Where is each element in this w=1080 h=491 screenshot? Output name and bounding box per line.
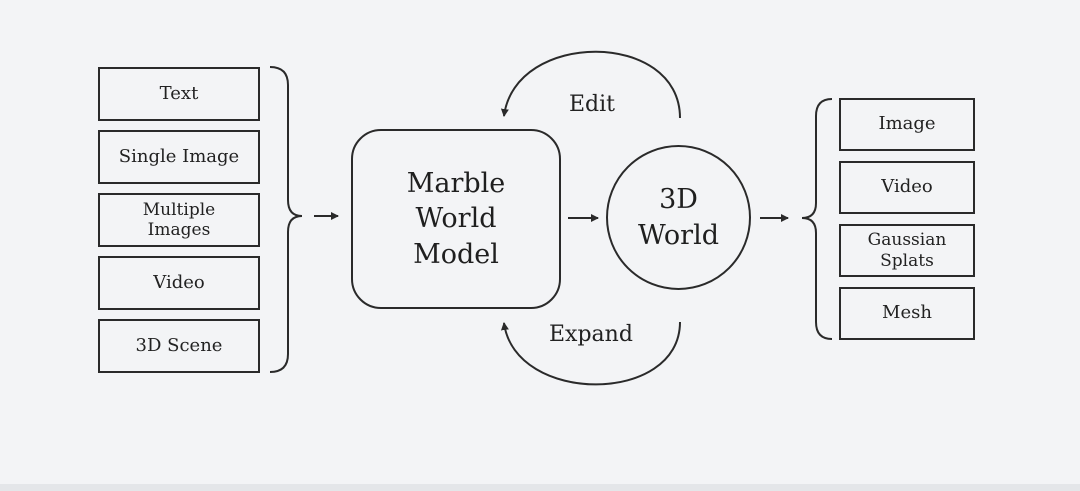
output-box-mesh: Mesh <box>839 287 975 340</box>
marble-world-model-box: Marble World Model <box>351 129 561 309</box>
output-brace <box>801 98 833 340</box>
output-label: Video <box>881 176 933 198</box>
input-box-single-image: Single Image <box>98 130 260 184</box>
input-label: Multiple Images <box>142 199 216 240</box>
output-label: Image <box>878 113 936 135</box>
input-label: 3D Scene <box>135 334 223 356</box>
bottom-edge-strip <box>0 484 1080 491</box>
expand-label: Expand <box>549 322 633 347</box>
model-label: Marble World Model <box>406 168 506 270</box>
input-box-3d-scene: 3D Scene <box>98 319 260 373</box>
output-label: Gaussian Splats <box>867 230 947 271</box>
output-label: Mesh <box>882 302 932 324</box>
input-label: Text <box>159 82 199 104</box>
edit-label: Edit <box>569 92 616 117</box>
edit-loop-arc <box>500 50 681 119</box>
input-box-multiple-images: Multiple Images <box>98 193 260 247</box>
output-box-gaussian-splats: Gaussian Splats <box>839 224 975 277</box>
input-box-text: Text <box>98 67 260 121</box>
input-brace <box>269 66 303 373</box>
input-box-video: Video <box>98 256 260 310</box>
output-box-video: Video <box>839 161 975 214</box>
3d-world-circle: 3D World <box>606 145 751 290</box>
output-box-image: Image <box>839 98 975 151</box>
input-label: Video <box>153 271 205 293</box>
world-label: 3D World <box>638 184 719 251</box>
expand-loop-arc <box>500 321 681 386</box>
input-label: Single Image <box>118 145 240 167</box>
